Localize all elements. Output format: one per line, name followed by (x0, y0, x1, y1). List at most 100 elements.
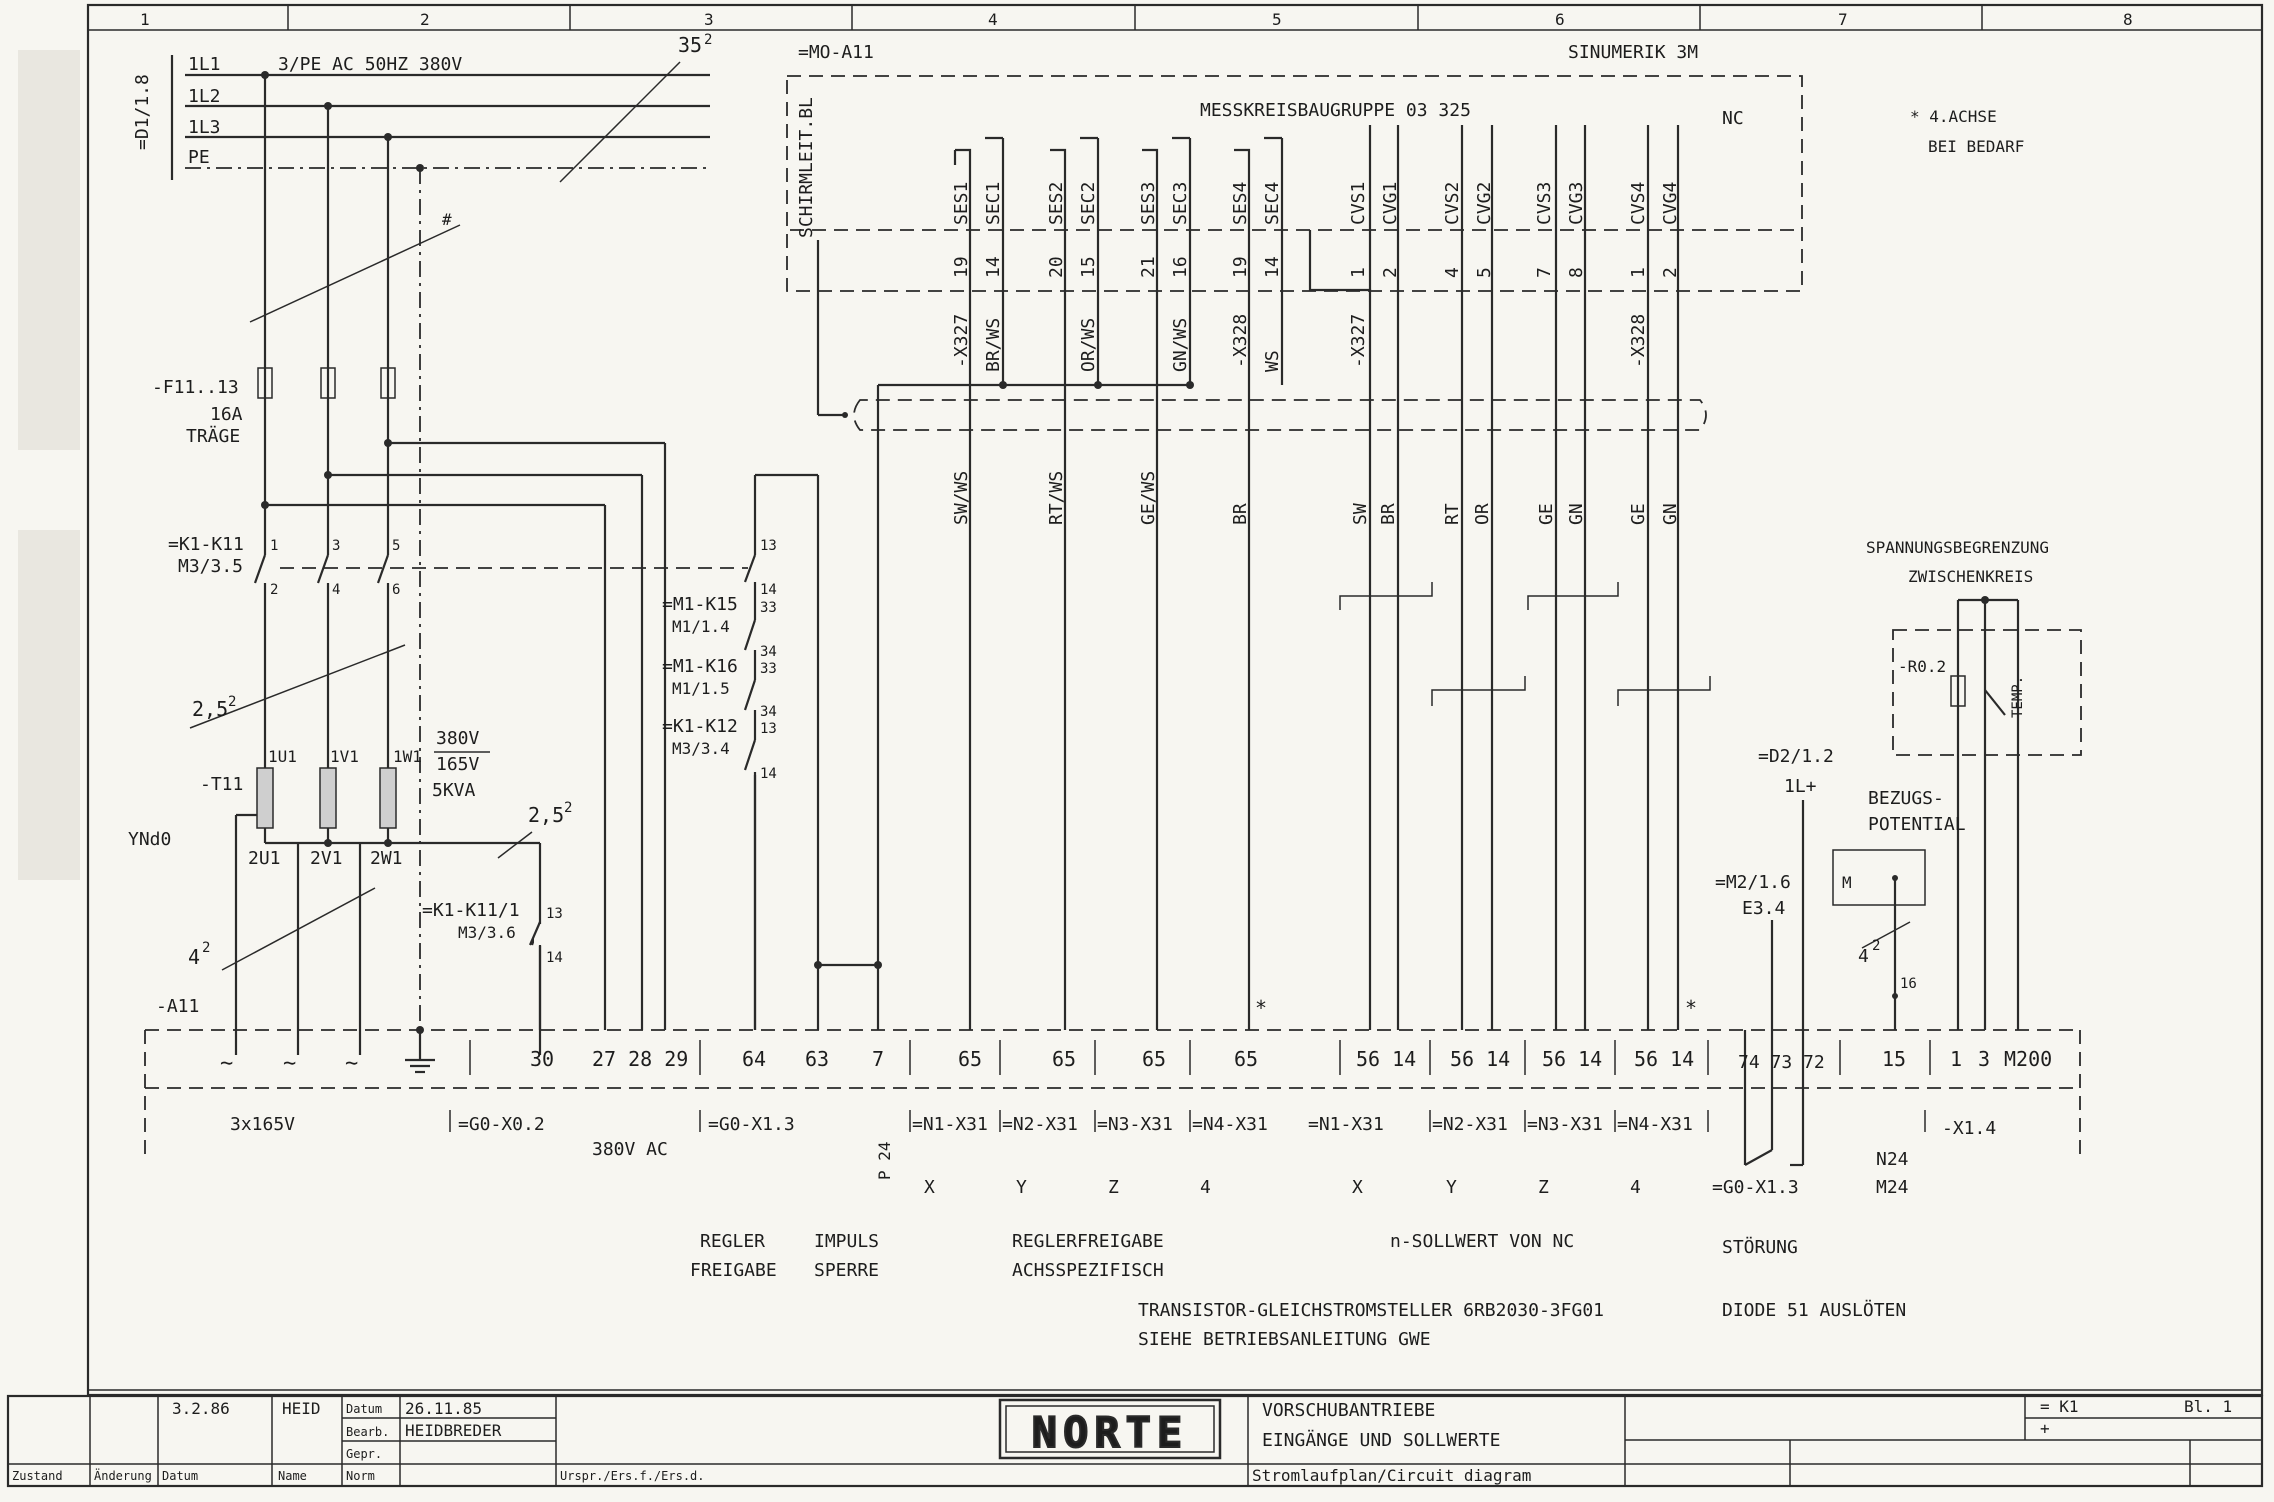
wire-id-labels: -X327 BR/WS OR/WS GN/WS -X328 WS -X327 -… (951, 314, 1649, 372)
color-ge2: GE (1628, 503, 1649, 525)
aux-contact: =K1-K11/1 (422, 900, 520, 921)
color-ge: GE (1536, 503, 1557, 525)
ac-symbol-2: ∼ (283, 1051, 296, 1076)
terminal-2v1: 2V1 (310, 848, 343, 869)
label-aenderung: Änderung (94, 1468, 152, 1483)
ref-n24: N24 (1876, 1149, 1909, 1170)
relay-k16: =M1-K16 (662, 656, 738, 677)
transformer-coil-u (256, 767, 274, 829)
ref-165v: 3x165V (230, 1114, 295, 1135)
relay-14: 14 (760, 766, 777, 782)
module-label: MESSKREISBAUGRUPPE 03 325 (1200, 100, 1471, 121)
supply-ref: =D1/1.8 (132, 74, 153, 150)
pin-sec1: 14 (983, 256, 1004, 278)
color-gn: GN (1566, 503, 1587, 525)
fuse-f11 (257, 367, 273, 399)
pin-cvs4: 1 (1628, 267, 1649, 278)
function-labels: REGLER FREIGABE IMPULS SPERRE REGLERFREI… (690, 1231, 1906, 1350)
col-8: 8 (2123, 10, 2133, 29)
fuse-f13 (380, 367, 396, 399)
m-label: M (1842, 873, 1852, 892)
pin-16: 16 (1900, 976, 1917, 992)
ref-x14: -X1.4 (1942, 1118, 1996, 1139)
contact-3: 3 (332, 538, 340, 554)
relay-k12: =K1-K12 (662, 716, 738, 737)
nc-label: NC (1722, 108, 1744, 129)
relay-section: 13 14 33 =M1-K15 M1/1.4 34 33 =M1-K16 M1… (662, 473, 882, 1030)
color-rtws: RT/WS (1046, 471, 1067, 525)
pin-sec2: 15 (1078, 256, 1099, 278)
signal-labels: SES1 SEC1 SES2 SEC2 SES3 SEC3 SES4 SEC4 … (951, 182, 1681, 225)
m2-ref: =M2/1.6 (1715, 872, 1791, 893)
cable-4-right: 4 (1858, 946, 1869, 967)
fuse-label: -F11..13 (152, 377, 239, 398)
a11-label: -A11 (156, 996, 199, 1017)
contact-1: 1 (270, 538, 278, 554)
title-line2: EINGÄNGE UND SOLLWERTE (1262, 1430, 1500, 1451)
axis-42: 4 (1630, 1177, 1641, 1198)
ref-n3: =N3-X31 (1097, 1114, 1173, 1135)
signal-cvg1: CVG1 (1380, 182, 1401, 225)
func-sollwert: n-SOLLWERT VON NC (1390, 1231, 1574, 1252)
func-reglerfreigabe: REGLERFREIGABE (1012, 1231, 1164, 1252)
wire-ws: WS (1262, 350, 1283, 372)
contactor-ref: M3/3.5 (178, 556, 243, 577)
spannung-1: SPANNUNGSBEGRENZUNG (1866, 538, 2049, 557)
func-sperre: SPERRE (814, 1260, 879, 1281)
shield-bundle (842, 399, 1707, 431)
signal-cvs1: CVS1 (1348, 182, 1369, 225)
shield-label: SCHIRMLEIT.BL (796, 97, 817, 238)
signal-ses2: SES2 (1046, 182, 1067, 225)
norte-logo-text: NORTE (1032, 1408, 1188, 1457)
cable-25b-sup: 2 (564, 800, 572, 816)
ratio-top: 380V (436, 728, 480, 749)
pin-ses3: 21 (1138, 256, 1159, 278)
ref-n1: =N1-X31 (912, 1114, 988, 1135)
signal-cvs4: CVS4 (1628, 182, 1649, 225)
color-or: OR (1472, 503, 1493, 525)
pin-sec4: 14 (1262, 256, 1283, 278)
col-1: 1 (140, 10, 150, 29)
r02-label: -R0.2 (1898, 657, 1946, 676)
func-stoerung: STÖRUNG (1722, 1236, 1798, 1258)
title-subtitle: Stromlaufplan/Circuit diagram (1252, 1466, 1531, 1485)
col-3: 3 (704, 10, 714, 29)
func-freigabe: FREIGABE (690, 1260, 777, 1281)
star-1: * (1255, 996, 1267, 1020)
relay-k16-bottom: 33 (760, 661, 777, 677)
func-impuls: IMPULS (814, 1231, 879, 1252)
col-5: 5 (1272, 10, 1282, 29)
pin-sec3: 16 (1170, 256, 1191, 278)
signal-sec4: SEC4 (1262, 182, 1283, 225)
spannung-2: ZWISCHENKREIS (1908, 567, 2033, 586)
ac-symbol-1: ∼ (220, 1051, 233, 1076)
label-datum2: Datum (162, 1469, 198, 1483)
axis-x2: X (1352, 1177, 1363, 1198)
line-l2: 1L2 (188, 86, 221, 107)
star-2: * (1685, 996, 1697, 1020)
twisted-pair-marks (1339, 582, 1711, 706)
signal-ses4: SES4 (1230, 182, 1251, 225)
term-56-14b: 56 14 (1450, 1047, 1510, 1071)
signal-ses3: SES3 (1138, 182, 1159, 225)
pin-cvs1: 1 (1348, 267, 1369, 278)
ref-n1b: =N1-X31 (1308, 1114, 1384, 1135)
terminal-2u1: 2U1 (248, 848, 281, 869)
signal-cvs2: CVS2 (1442, 182, 1463, 225)
relay-k15: =M1-K15 (662, 594, 738, 615)
func-betriebsanleitung: SIEHE BETRIEBSANLEITUNG GWE (1138, 1329, 1431, 1350)
signal-cvg2: CVG2 (1474, 182, 1495, 225)
color-gews: GE/WS (1138, 471, 1159, 525)
norte-logo (998, 1398, 1222, 1460)
aux-14: 14 (546, 950, 563, 966)
e34-label: E3.4 (1742, 898, 1785, 919)
relay-k15-ref: M1/1.4 (672, 617, 730, 636)
wire-x327b: -X327 (1348, 314, 1369, 368)
pin-ses2: 20 (1046, 256, 1067, 278)
contact-5: 5 (392, 538, 400, 554)
axis-y1: Y (1016, 1177, 1027, 1198)
wire-brws: BR/WS (983, 318, 1004, 372)
margin-notice (18, 50, 80, 880)
axis-x1: X (924, 1177, 935, 1198)
